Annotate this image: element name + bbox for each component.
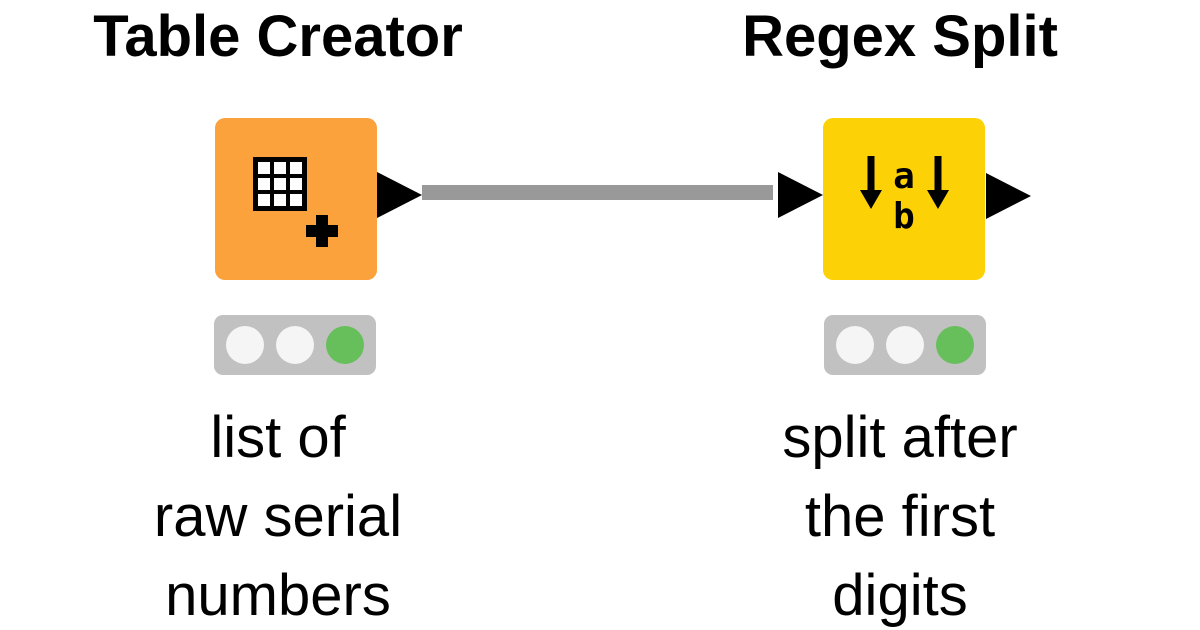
input-port-regex-split[interactable] xyxy=(778,172,823,218)
status-light-yellow-off xyxy=(886,326,924,364)
status-light-red-off xyxy=(226,326,264,364)
status-traffic-light-regex-split[interactable] xyxy=(824,315,986,375)
node-title-table-creator: Table Creator xyxy=(93,4,463,69)
output-port-table-creator[interactable] xyxy=(377,172,422,218)
description-line: the first xyxy=(804,484,996,549)
status-light-red-off xyxy=(836,326,874,364)
output-port-regex-split[interactable] xyxy=(986,173,1031,219)
status-light-yellow-off xyxy=(276,326,314,364)
svg-text:b: b xyxy=(893,196,915,237)
svg-text:a: a xyxy=(893,156,915,197)
description-line: raw serial xyxy=(153,484,403,549)
node-title-regex-split: Regex Split xyxy=(742,4,1058,69)
status-light-green-on xyxy=(936,326,974,364)
description-line: digits xyxy=(832,563,968,628)
description-line: numbers xyxy=(165,563,391,628)
node-table-creator[interactable] xyxy=(215,118,377,280)
description-line: split after xyxy=(782,405,1018,470)
status-traffic-light-table-creator[interactable] xyxy=(214,315,376,375)
connection-edge[interactable] xyxy=(422,185,773,200)
table-create-icon xyxy=(253,157,338,247)
description-line: list of xyxy=(210,405,346,470)
regex-split-icon: a b xyxy=(860,156,949,237)
status-light-green-on xyxy=(326,326,364,364)
node-description-table-creator: list of raw serial numbers xyxy=(63,398,493,630)
node-description-regex-split: split after the first digits xyxy=(670,398,1130,630)
node-regex-split[interactable]: a b xyxy=(823,118,985,280)
